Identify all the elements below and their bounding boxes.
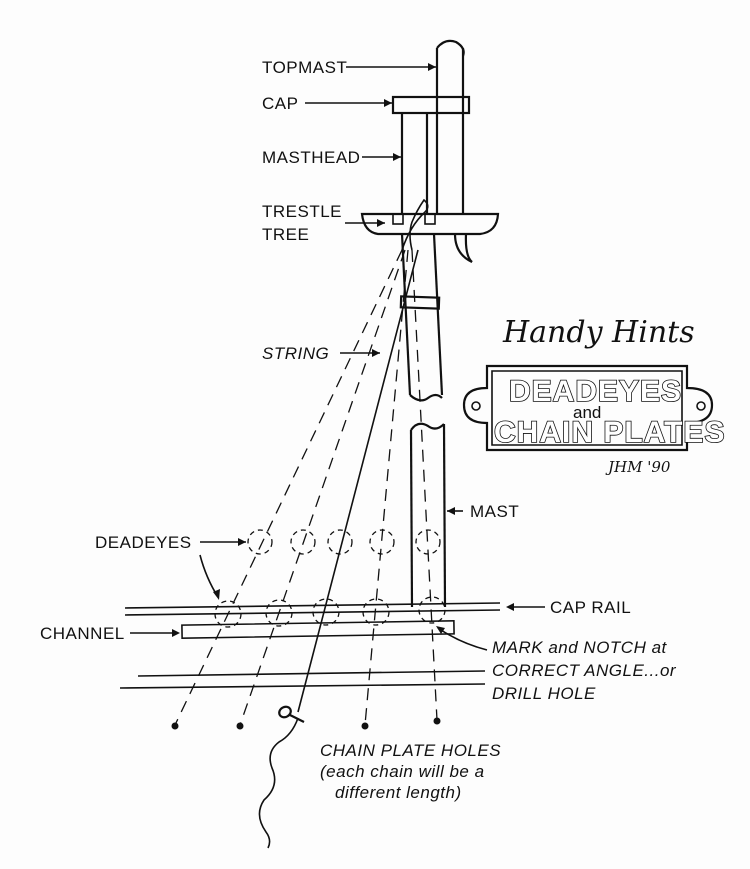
mast-upper bbox=[399, 233, 444, 402]
pin-icon bbox=[258, 705, 305, 849]
title-line1: DEADEYES bbox=[509, 375, 682, 408]
label-topmast: TOPMAST bbox=[262, 58, 347, 77]
label-deadeyes: DEADEYES bbox=[95, 533, 192, 552]
topmast bbox=[435, 39, 465, 214]
label-trestle-line2: TREE bbox=[262, 225, 309, 244]
trestle-tree bbox=[360, 212, 500, 263]
cap bbox=[391, 95, 471, 115]
label-string: STRING bbox=[262, 344, 329, 363]
masthead bbox=[400, 113, 429, 214]
label-holes-line2: (each chain will be a bbox=[320, 762, 485, 781]
label-channel: CHANNEL bbox=[40, 624, 125, 643]
chain-plate-holes bbox=[171, 717, 441, 730]
title-and: and bbox=[573, 403, 601, 422]
label-mark-line1: MARK and NOTCH at bbox=[492, 638, 668, 657]
label-holes-line3: different length) bbox=[335, 783, 462, 802]
title-line2: CHAIN PLATES bbox=[494, 416, 725, 449]
label-trestle-line1: TRESTLE bbox=[262, 202, 342, 221]
signature: JHM '90 bbox=[605, 458, 671, 476]
title-plate bbox=[462, 364, 714, 452]
deadeyes-lower bbox=[214, 596, 446, 628]
mast-lower bbox=[409, 422, 447, 608]
label-holes-line1: CHAIN PLATE HOLES bbox=[320, 741, 501, 760]
label-cap-rail: CAP RAIL bbox=[550, 598, 631, 617]
label-mark-line3: DRILL HOLE bbox=[492, 684, 596, 703]
deadeyes-upper bbox=[247, 529, 441, 555]
label-masthead: MASTHEAD bbox=[262, 148, 360, 167]
title-script: Handy Hints bbox=[502, 315, 695, 350]
arrows bbox=[130, 63, 545, 651]
label-mast: MAST bbox=[470, 502, 519, 521]
label-mark-line2: CORRECT ANGLE...or bbox=[492, 661, 677, 680]
hull-lines bbox=[119, 670, 486, 689]
string-lines bbox=[174, 198, 438, 726]
label-cap: CAP bbox=[262, 94, 298, 113]
